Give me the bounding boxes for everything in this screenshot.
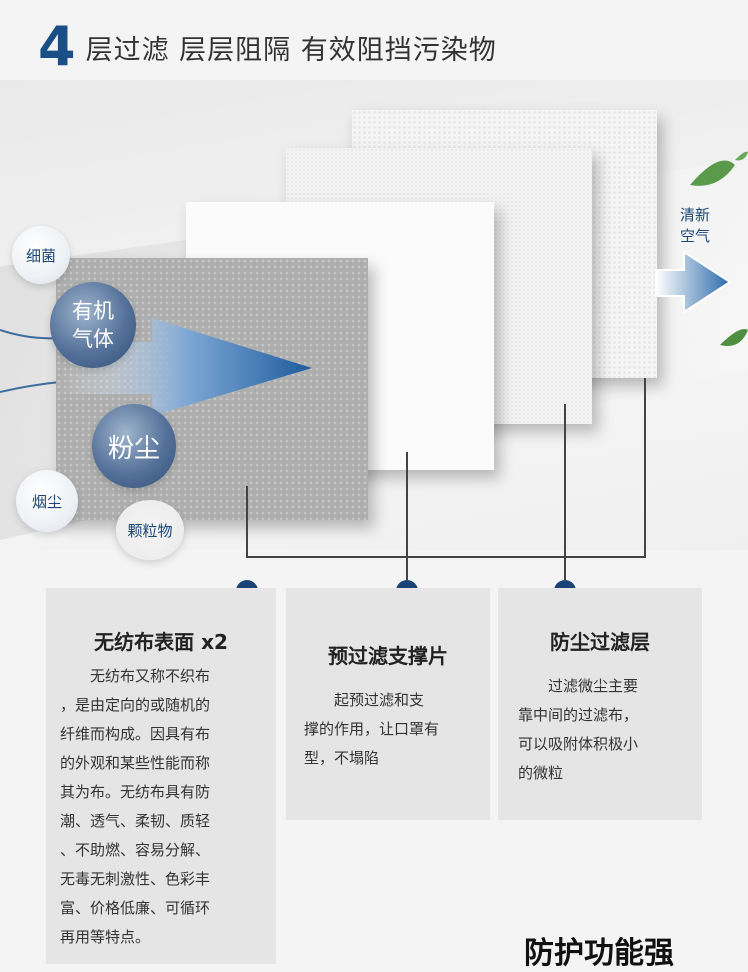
info-card-prefilter: 预过滤支撑片 起预过滤和支 撑的作用，让口罩有 型，不塌陷 bbox=[286, 588, 490, 820]
connector-line bbox=[246, 486, 248, 558]
info-card-nonwoven: 无纺布表面 x2 无纺布又称不织布 ，是由定向的或随机的 纤维而构成。因具有布 … bbox=[46, 588, 276, 964]
page-title: 4 层过滤 层层阻隔 有效阻挡污染物 bbox=[38, 18, 497, 76]
airflow-out-arrow-icon bbox=[655, 250, 732, 314]
bubble-bacteria-label: 细菌 bbox=[25, 246, 56, 265]
card-text-line: 的外观和某些性能而称 bbox=[60, 754, 211, 772]
card-text-line: 无纺布又称不织布 bbox=[60, 667, 211, 685]
card-text-line: 过滤微尘主要 bbox=[518, 677, 639, 695]
card-text-line: ，是由定向的或随机的 bbox=[60, 696, 211, 714]
card-text-line: 、不助燃、容易分解、 bbox=[60, 841, 211, 859]
card-text-line: 再用等特点。 bbox=[60, 928, 151, 946]
card-text-line: 可以吸附体积极小 bbox=[518, 735, 639, 753]
card-text-line: 靠中间的过滤布， bbox=[518, 706, 639, 724]
connector-line bbox=[644, 378, 646, 558]
title-text: 层过滤 层层阻隔 有效阻挡污染物 bbox=[85, 34, 497, 66]
bubble-organic-gas-line1: 有机 bbox=[72, 298, 114, 323]
connector-line bbox=[406, 452, 408, 580]
clean-air-label: 清新 空气 bbox=[680, 205, 710, 247]
leaf-icon-3 bbox=[735, 151, 748, 161]
leaf-icon bbox=[690, 160, 735, 186]
card-text-line: 潮、透气、柔韧、质轻 bbox=[60, 812, 211, 830]
leaf-icon-2 bbox=[720, 329, 748, 346]
info-card-dust-filter: 防尘过滤层 过滤微尘主要 靠中间的过滤布， 可以吸附体积极小 的微粒 bbox=[498, 588, 702, 820]
bubble-particles: 颗粒物 bbox=[116, 500, 184, 560]
card-text-line: 无毒无刺激性、色彩丰 bbox=[60, 870, 211, 888]
bubble-organic-gas-label: 有机气体 bbox=[72, 297, 114, 354]
left-flow-curve-2-icon bbox=[0, 381, 61, 393]
clean-air-line2: 空气 bbox=[680, 227, 711, 245]
bubble-bacteria: 细菌 bbox=[12, 226, 70, 284]
card-description: 过滤微尘主要 靠中间的过滤布， 可以吸附体积极小 的微粒 bbox=[518, 672, 688, 788]
card-text-line: 纤维而构成。因具有布 bbox=[60, 725, 211, 743]
connector-line bbox=[246, 556, 646, 558]
card-title: 无纺布表面 x2 bbox=[94, 630, 228, 654]
clean-air-line1: 清新 bbox=[680, 206, 711, 224]
bubble-dust-label: 粉尘 bbox=[107, 433, 160, 464]
bubble-organic-gas: 有机气体 bbox=[50, 282, 136, 368]
card-description: 无纺布又称不织布 ，是由定向的或随机的 纤维而构成。因具有布 的外观和某些性能而… bbox=[60, 662, 260, 952]
card-text-line: 起预过滤和支 bbox=[304, 691, 425, 709]
card-text-line: 撑的作用，让口罩有 bbox=[304, 720, 440, 738]
bubble-smoke: 烟尘 bbox=[16, 470, 78, 532]
bubble-smoke-label: 烟尘 bbox=[31, 492, 62, 511]
bubble-organic-gas-line2: 气体 bbox=[72, 327, 114, 351]
card-text-line: 其为布。无纺布具有防 bbox=[60, 783, 211, 801]
connector-line bbox=[564, 404, 566, 580]
card-title: 预过滤支撑片 bbox=[328, 644, 448, 668]
card-text-line: 富、价格低廉、可循环 bbox=[60, 899, 211, 917]
bubble-dust: 粉尘 bbox=[92, 404, 176, 488]
title-number: 4 bbox=[38, 15, 76, 78]
section-title-protection: 防护功能强 bbox=[524, 936, 674, 971]
card-title: 防尘过滤层 bbox=[550, 630, 650, 654]
bubble-particles-label: 颗粒物 bbox=[127, 521, 173, 540]
card-text-line: 的微粒 bbox=[518, 764, 564, 782]
card-text-line: 型，不塌陷 bbox=[304, 749, 380, 767]
card-description: 起预过滤和支 撑的作用，让口罩有 型，不塌陷 bbox=[304, 686, 476, 773]
